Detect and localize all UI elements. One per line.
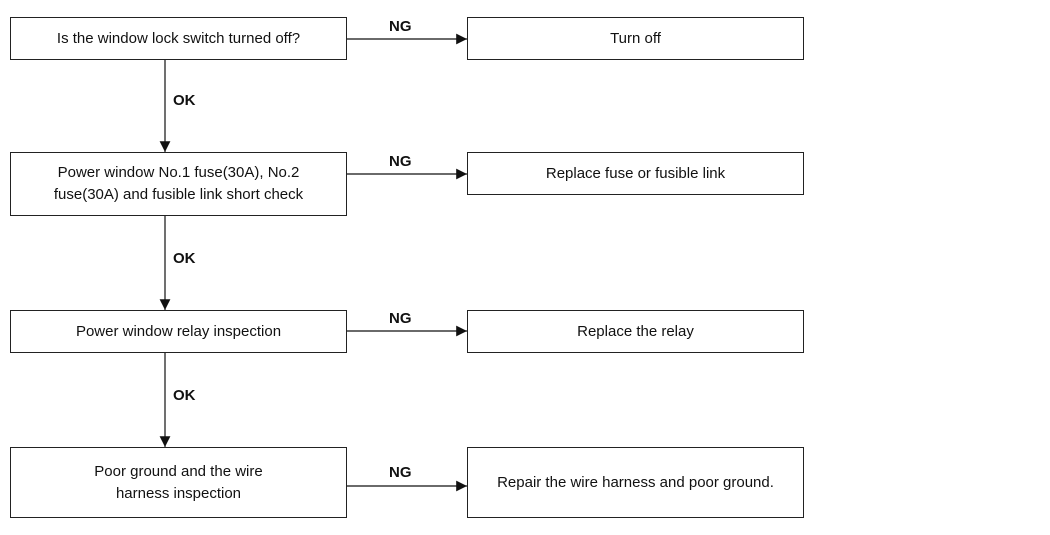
check-box-1: Is the window lock switch turned off? (10, 17, 347, 60)
check-text-2: Power window No.1 fuse(30A), No.2 fuse(3… (53, 164, 304, 203)
action-box-2: Replace fuse or fusible link (467, 152, 804, 195)
check-text-1: Is the window lock switch turned off? (56, 29, 301, 47)
check-text-4: Poor ground and the wire harness inspect… (94, 462, 263, 502)
ok-label-2: OK (173, 250, 196, 267)
action-box-4: Repair the wire harness and poor ground. (467, 447, 804, 518)
action-text-1: Turn off (610, 29, 661, 47)
action-box-1: Turn off (467, 17, 804, 60)
action-box-3: Replace the relay (467, 310, 804, 353)
ok-label-3: OK (173, 387, 196, 404)
check-text-3: Power window relay inspection (75, 322, 282, 340)
ok-label-1: OK (173, 92, 196, 109)
check-box-3: Power window relay inspection (10, 310, 347, 353)
check-box-2: Power window No.1 fuse(30A), No.2 fuse(3… (10, 152, 347, 216)
ng-label-2: NG (389, 153, 412, 170)
action-text-2: Replace fuse or fusible link (545, 164, 726, 182)
action-text-3: Replace the relay (577, 322, 694, 340)
ng-label-3: NG (389, 310, 412, 327)
check-box-4: Poor ground and the wire harness inspect… (10, 447, 347, 518)
ng-label-4: NG (389, 464, 412, 481)
action-text-4: Repair the wire harness and poor ground. (497, 473, 774, 491)
ng-label-1: NG (389, 18, 412, 35)
